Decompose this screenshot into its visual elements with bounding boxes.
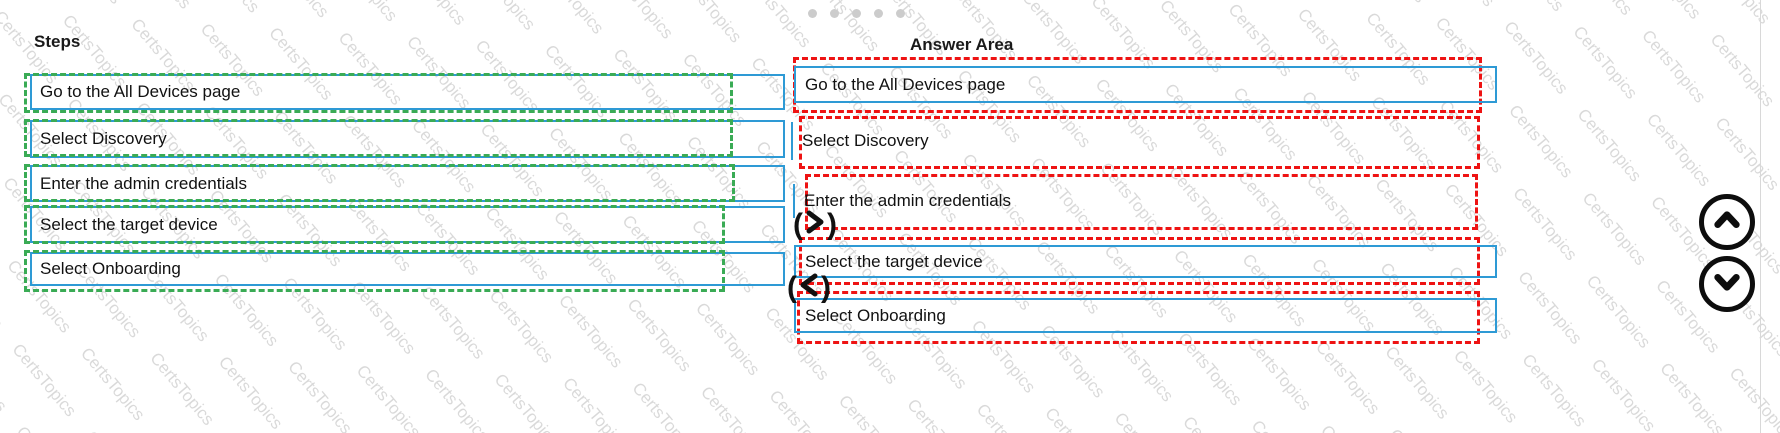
open-paren: (: [787, 270, 797, 304]
close-paren: ): [827, 207, 837, 241]
step-item[interactable]: Select Onboarding: [30, 252, 785, 286]
source-selection-outline: [24, 119, 733, 157]
answer-drop-target[interactable]: [799, 116, 1480, 169]
answer-drop-target[interactable]: [805, 174, 1478, 230]
carousel-dot[interactable]: [808, 9, 817, 18]
chevron-right-icon: [805, 209, 825, 240]
chevron-left-icon: [799, 272, 819, 303]
source-selection-outline: [24, 205, 725, 244]
source-selection-outline: [24, 73, 733, 113]
carousel-dots: [808, 9, 905, 18]
panel-divider: [1760, 0, 1761, 433]
move-right-indicator[interactable]: ( ): [793, 209, 837, 240]
source-selection-outline: [24, 164, 735, 202]
answer-item[interactable]: Select Onboarding: [794, 298, 1497, 333]
open-paren: (: [793, 207, 803, 241]
carousel-dot[interactable]: [852, 9, 861, 18]
close-paren: ): [821, 270, 831, 304]
carousel-dot[interactable]: [830, 9, 839, 18]
carousel-dot[interactable]: [896, 9, 905, 18]
source-selection-outline: [24, 250, 725, 292]
carousel-dot[interactable]: [874, 9, 883, 18]
chevron-up-icon: [1711, 204, 1743, 241]
steps-heading: Steps: [34, 32, 81, 51]
answer-item[interactable]: Enter the admin credentials: [793, 184, 1493, 218]
chevron-down-icon: [1711, 266, 1743, 303]
answer-area-heading: Answer Area: [910, 35, 1014, 54]
scroll-up-button[interactable]: [1699, 194, 1755, 250]
answer-item[interactable]: Select the target device: [794, 245, 1497, 278]
answer-item[interactable]: Go to the All Devices page: [794, 66, 1497, 103]
answer-item[interactable]: Select Discovery: [791, 122, 1491, 160]
scroll-down-button[interactable]: [1699, 256, 1755, 312]
answer-drop-target[interactable]: [799, 237, 1480, 285]
answer-drop-target[interactable]: [797, 291, 1480, 344]
move-left-indicator[interactable]: ( ): [787, 272, 831, 303]
